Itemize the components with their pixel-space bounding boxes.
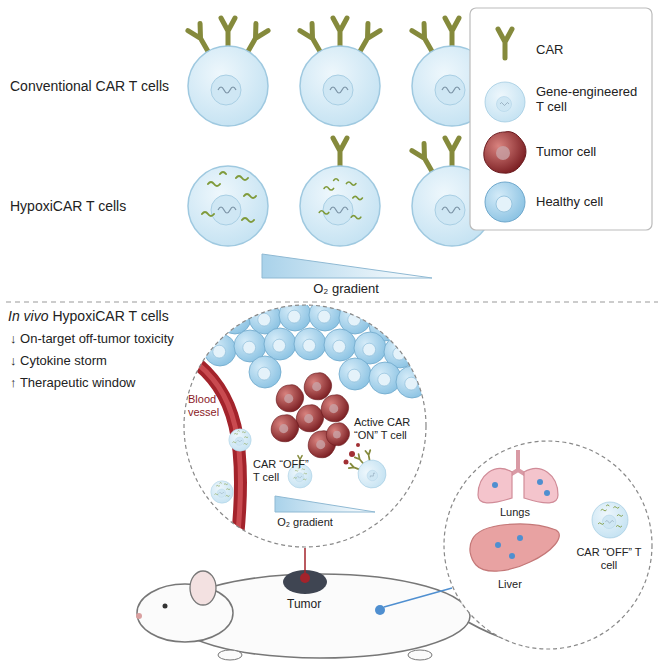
gradient-label: O₂ gradient [282, 282, 410, 297]
effect-item: ↓ Cytokine storm [10, 354, 107, 369]
legend-text: Gene-engineered T cell [536, 85, 646, 115]
legend-text: Healthy cell [536, 195, 646, 210]
effect-item: ↑ Therapeutic window [10, 376, 136, 391]
row-label: Conventional CAR T cells [10, 78, 169, 94]
cell-label: CAR “OFF” T cell [576, 546, 642, 571]
effect-item: ↓ On-target off-tumor toxicity [10, 332, 174, 347]
organ-label: Lungs [500, 506, 530, 519]
row-label: HypoxiCAR T cells [10, 198, 126, 214]
cell-label: CAR “OFF” T cell [253, 458, 311, 483]
legend-text: Tumor cell [536, 145, 646, 160]
section-title: HypoxiCAR T cells [52, 308, 168, 324]
gradient-label: O₂ gradient [270, 516, 340, 529]
vessel-label: Blood vessel [188, 393, 232, 418]
cell-label: Active CAR “ON” T cell [354, 416, 420, 441]
tumor-label: Tumor [287, 598, 321, 612]
organ-label: Liver [498, 578, 522, 591]
legend-text: CAR [536, 43, 646, 58]
section-title: In vivo [8, 308, 48, 324]
